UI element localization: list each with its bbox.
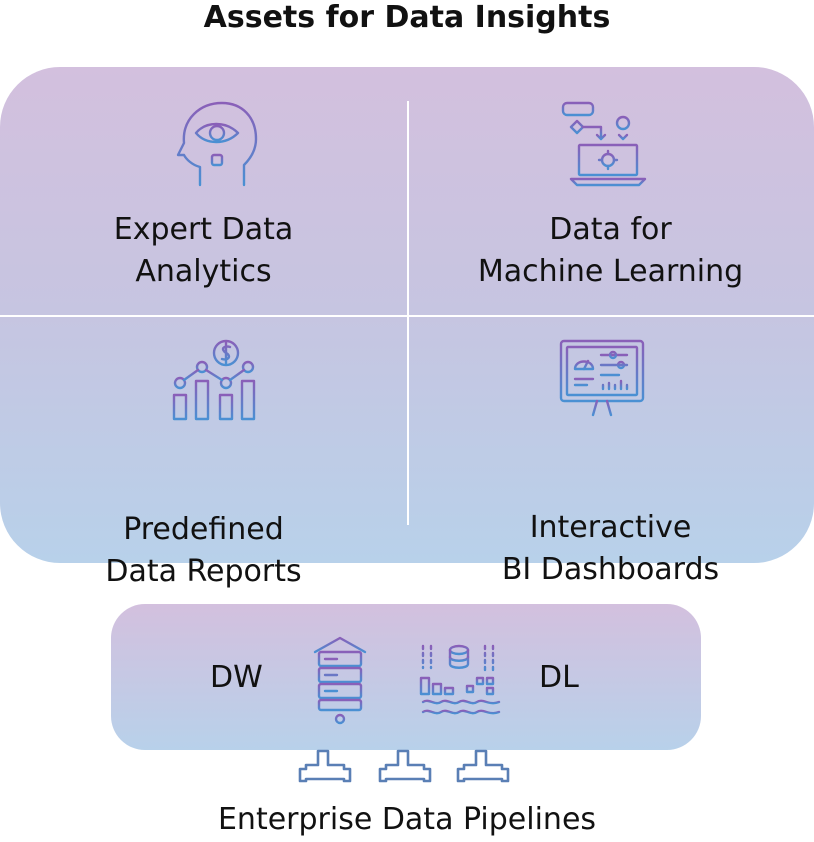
quadrant-expert-data-analytics: Expert Data Analytics (0, 67, 407, 315)
horizontal-divider (0, 315, 814, 317)
pipe-connector-icon (298, 749, 510, 783)
insights-panel: Expert Data Analytics (0, 67, 814, 589)
data-lake-label: DL (539, 660, 579, 695)
data-warehouse-label: DW (210, 660, 263, 695)
label-line: Predefined (123, 512, 284, 547)
quadrant-label: Interactive BI Dashboards (407, 507, 814, 591)
label-line: Interactive (529, 510, 692, 545)
quadrant-label: Expert Data Analytics (0, 209, 407, 293)
quadrant-data-for-machine-learning: Data for Machine Learning (407, 67, 814, 315)
quadrant-interactive-bi-dashboards: Interactive BI Dashboards (407, 317, 814, 587)
label-line: BI Dashboards (501, 552, 720, 587)
pipelines-label: Enterprise Data Pipelines (217, 802, 597, 837)
laptop-flowchart-icon (561, 101, 647, 187)
label-line: Expert Data (113, 212, 294, 247)
diagram-title: Assets for Data Insights (203, 0, 611, 35)
monitor-dashboard-icon (559, 339, 645, 419)
quadrant-label: Predefined Data Reports (0, 509, 407, 593)
data-warehouse-icon (313, 636, 367, 725)
bar-chart-dollar-icon (172, 339, 256, 421)
label-line: Data for (549, 212, 672, 247)
label-line: Data Reports (105, 554, 302, 589)
quadrant-label: Data for Machine Learning (407, 209, 814, 293)
quadrant-predefined-data-reports: Predefined Data Reports (0, 317, 407, 589)
data-stores-panel: DW DL (111, 604, 701, 750)
data-lake-icon (419, 644, 501, 715)
head-eye-icon (176, 101, 258, 187)
label-line: Analytics (135, 254, 272, 289)
label-line: Machine Learning (477, 254, 744, 289)
vertical-divider (407, 101, 409, 525)
